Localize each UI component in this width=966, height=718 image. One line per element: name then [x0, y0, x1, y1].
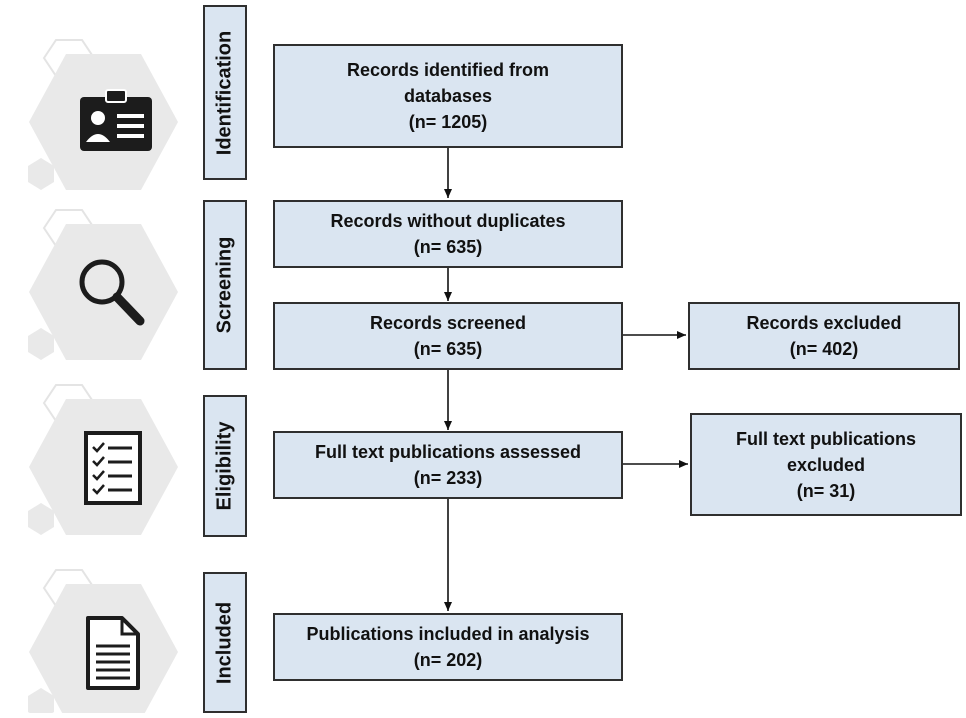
box-publications-included: Publications included in analysis (n= 20…	[273, 613, 623, 681]
stage-icon-identification	[0, 30, 200, 200]
box-included-line1: Publications included in analysis	[306, 624, 590, 644]
box-assessed-line1: Full text publications assessed	[314, 442, 582, 462]
box-screened-line1: Records screened	[369, 313, 527, 333]
box-no-duplicates-line1: Records without duplicates	[330, 211, 566, 231]
stage-label-identification: Identification	[213, 30, 236, 155]
box-assessed-count: (n= 233)	[413, 468, 483, 488]
box-excluded-line1: Records excluded	[746, 313, 902, 333]
box-screened-count: (n= 635)	[413, 339, 483, 359]
stage-label-screening: Screening	[213, 236, 236, 334]
box-fulltext-excluded-line2: excluded	[786, 454, 866, 475]
stage-tab-included: Included	[203, 572, 247, 713]
box-included-count: (n= 202)	[413, 650, 483, 670]
stage-icon-screening	[0, 200, 200, 370]
box-excluded-count: (n= 402)	[789, 339, 859, 359]
stage-label-included: Included	[213, 601, 236, 684]
box-records-without-duplicates: Records without duplicates (n= 635)	[273, 200, 623, 268]
box-records-identified: Records identified from databases (n= 12…	[273, 44, 623, 148]
box-records-identified-line2: databases	[403, 86, 493, 106]
id-card-icon	[28, 39, 178, 190]
checklist-icon	[28, 384, 178, 535]
stage-tab-identification: Identification	[203, 5, 247, 180]
box-records-screened: Records screened (n= 635)	[273, 302, 623, 370]
box-fulltext-excluded-count: (n= 31)	[796, 480, 856, 501]
stage-icon-eligibility	[0, 375, 200, 545]
box-fulltext-excluded-line1: Full text publications	[735, 428, 916, 449]
stage-tab-screening: Screening	[203, 200, 247, 370]
box-records-identified-count: (n= 1205)	[408, 112, 488, 132]
box-full-text-excluded: Full text publications excluded (n= 31)	[690, 413, 962, 516]
stage-icon-included	[0, 560, 200, 718]
box-no-duplicates-count: (n= 635)	[413, 237, 483, 257]
box-records-excluded: Records excluded (n= 402)	[688, 302, 960, 370]
box-full-text-assessed: Full text publications assessed (n= 233)	[273, 431, 623, 499]
stage-label-eligibility: Eligibility	[213, 421, 236, 511]
box-records-identified-line1: Records identified from	[346, 60, 550, 80]
magnifier-icon	[28, 209, 178, 360]
stage-tab-eligibility: Eligibility	[203, 395, 247, 537]
document-icon	[28, 569, 178, 718]
